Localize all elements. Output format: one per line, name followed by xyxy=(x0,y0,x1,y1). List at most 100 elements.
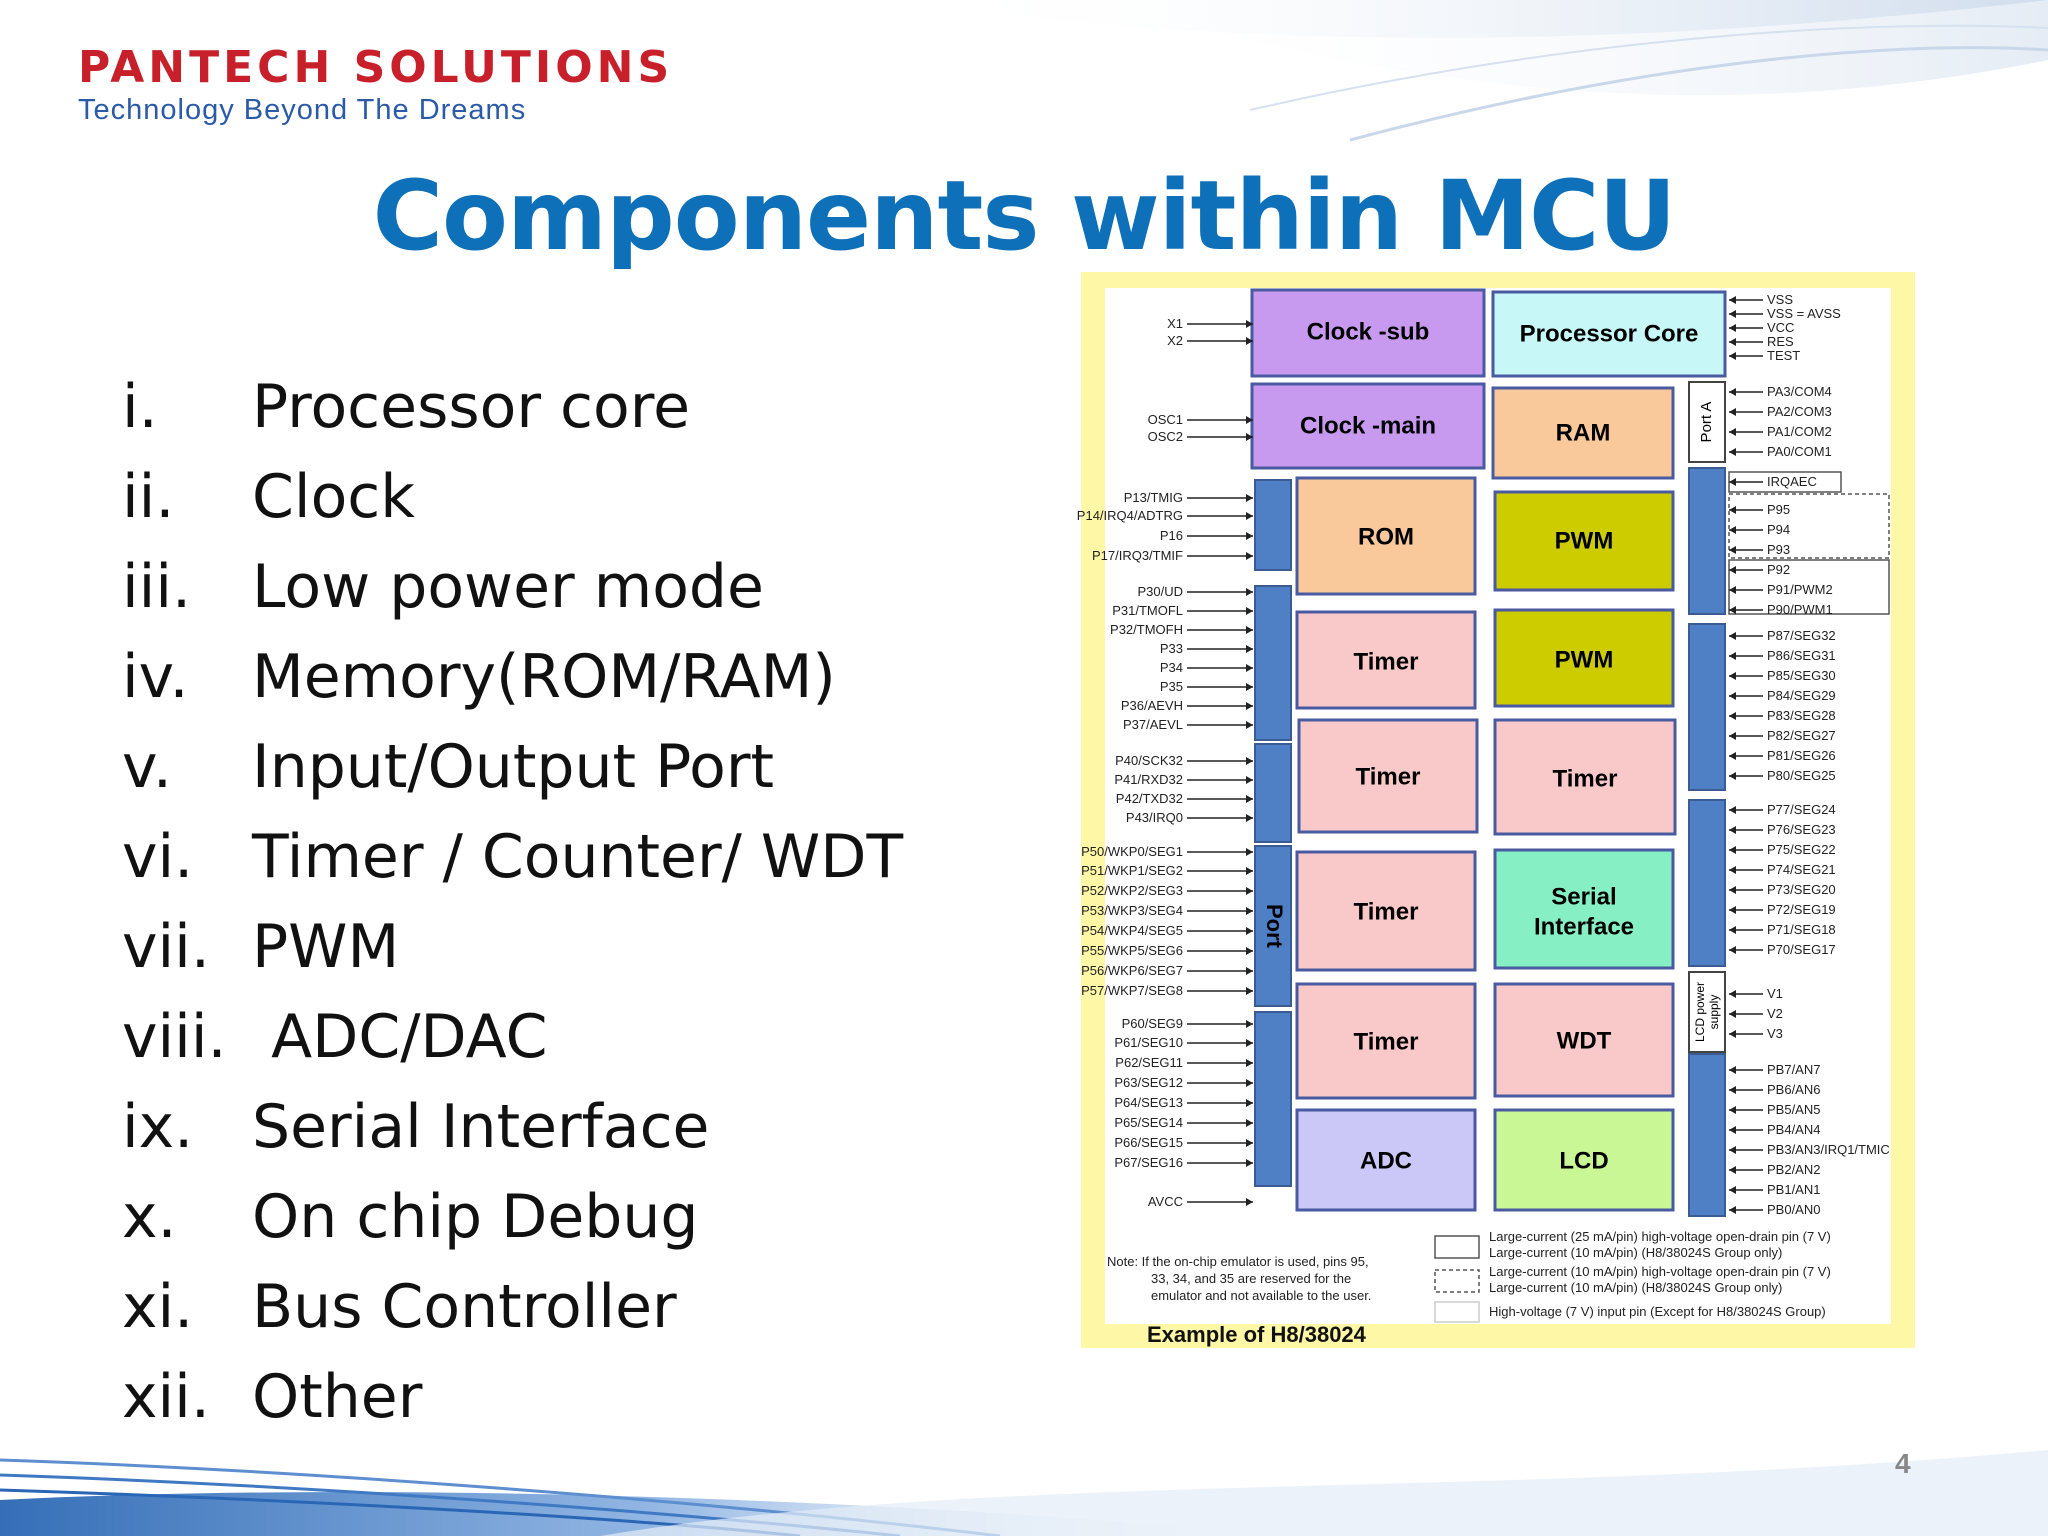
pin-label: P31/TMOFL xyxy=(1112,603,1183,618)
pin-arrowhead xyxy=(1729,692,1736,700)
pin-label: P83/SEG28 xyxy=(1767,708,1836,723)
pin-arrowhead xyxy=(1246,494,1253,502)
pin-label: P91/PWM2 xyxy=(1767,582,1833,597)
pin-label: P67/SEG16 xyxy=(1114,1155,1183,1170)
pin-label: P32/TMOFH xyxy=(1110,622,1183,637)
list-item: xi.Bus Controller xyxy=(122,1262,903,1352)
list-text: ADC/DAC xyxy=(252,1002,548,1072)
pin-arrowhead xyxy=(1729,546,1736,554)
lcd-power-label: supply xyxy=(1707,995,1721,1030)
pin-label: P85/SEG30 xyxy=(1767,668,1836,683)
pin-arrowhead xyxy=(1729,906,1736,914)
diagram-caption: Example of H8/38024 xyxy=(1147,1322,1367,1347)
list-number: iii. xyxy=(122,552,192,622)
pin-label: P37/AEVL xyxy=(1123,717,1183,732)
pin-label: P51/WKP1/SEG2 xyxy=(1081,863,1183,878)
pin-arrowhead xyxy=(1729,478,1736,486)
pin-arrowhead xyxy=(1246,814,1253,822)
port-label: Port xyxy=(1262,904,1287,949)
pin-arrowhead xyxy=(1729,712,1736,720)
logo-brand: PANTECH SOLUTIONS xyxy=(78,42,674,93)
pin-arrowhead xyxy=(1729,324,1736,332)
block-timer-3: Timer xyxy=(1493,718,1677,836)
pin-arrowhead xyxy=(1246,907,1253,915)
list-number: xii. xyxy=(122,1362,210,1432)
list-item: v.Input/Output Port xyxy=(122,722,903,812)
pin-arrowhead xyxy=(1246,702,1253,710)
pin-label: VSS = AVSS xyxy=(1767,306,1841,321)
lcd-power-label: LCD power xyxy=(1693,982,1707,1042)
pin-label: PA2/COM3 xyxy=(1767,404,1832,419)
pin-arrowhead xyxy=(1729,772,1736,780)
pin-arrowhead xyxy=(1729,586,1736,594)
block-label: Timer xyxy=(1354,898,1419,925)
pin-label: P55/WKP5/SEG6 xyxy=(1081,943,1183,958)
pin-arrowhead xyxy=(1729,752,1736,760)
pin-label: V1 xyxy=(1767,986,1783,1001)
mcu-block-diagram: Clock -sub Processor Core Clock -main RA… xyxy=(1077,272,1915,1348)
pin-label: P40/SCK32 xyxy=(1115,753,1183,768)
pin-arrowhead xyxy=(1729,1030,1736,1038)
pin-arrowhead xyxy=(1729,926,1736,934)
pin-arrowhead xyxy=(1729,1086,1736,1094)
pin-label: OSC1 xyxy=(1148,412,1183,427)
pin-arrowhead xyxy=(1246,1039,1253,1047)
pin-arrowhead xyxy=(1729,1186,1736,1194)
port-a-box: Port A xyxy=(1688,381,1726,463)
pin-label: P13/TMIG xyxy=(1124,490,1183,505)
pin-label: P43/IRQ0 xyxy=(1126,810,1183,825)
slide-title: Components within MCU xyxy=(372,160,1677,272)
list-text: Bus Controller xyxy=(252,1272,677,1342)
pin-arrowhead xyxy=(1246,433,1253,441)
pin-label: P70/SEG17 xyxy=(1767,942,1836,957)
pin-arrowhead xyxy=(1729,990,1736,998)
pin-arrowhead xyxy=(1246,776,1253,784)
pin-label: VSS xyxy=(1767,292,1793,307)
block-label: LCD xyxy=(1559,1147,1608,1174)
block-lcd: LCD xyxy=(1493,1108,1675,1212)
block-processor-core: Processor Core xyxy=(1491,290,1727,378)
pin-label: P14/IRQ4/ADTRG xyxy=(1077,508,1183,523)
pin-label: VCC xyxy=(1767,320,1794,335)
pin-arrowhead xyxy=(1246,512,1253,520)
pin-arrowhead xyxy=(1246,532,1253,540)
pin-label: P72/SEG19 xyxy=(1767,902,1836,917)
pin-arrowhead xyxy=(1729,1206,1736,1214)
pin-label: P95 xyxy=(1767,502,1790,517)
pin-label: PB3/AN3/IRQ1/TMIC xyxy=(1767,1142,1890,1157)
pin-arrowhead xyxy=(1729,388,1736,396)
pin-label: P56/WKP6/SEG7 xyxy=(1081,963,1183,978)
pin-arrowhead xyxy=(1729,652,1736,660)
list-text: Processor core xyxy=(252,372,691,442)
pin-label: PA0/COM1 xyxy=(1767,444,1832,459)
page-number: 4 xyxy=(1895,1448,1911,1479)
block-timer-4: Timer xyxy=(1295,850,1477,972)
pin-arrowhead xyxy=(1246,683,1253,691)
pin-arrowhead xyxy=(1729,826,1736,834)
block-label: PWM xyxy=(1555,527,1614,554)
block-label: RAM xyxy=(1556,419,1611,446)
pin-arrowhead xyxy=(1729,1166,1736,1174)
pin-label: P65/SEG14 xyxy=(1114,1115,1183,1130)
pin-label: AVCC xyxy=(1148,1194,1183,1209)
block-label: ADC xyxy=(1360,1147,1412,1174)
list-item: x.On chip Debug xyxy=(122,1172,903,1262)
legend-text: Large-current (25 mA/pin) high-voltage o… xyxy=(1489,1229,1831,1244)
pin-label: P42/TXD32 xyxy=(1116,791,1183,806)
legend-text: High-voltage (7 V) input pin (Except for… xyxy=(1489,1304,1826,1319)
pin-arrowhead xyxy=(1729,806,1736,814)
logo-tagline: Technology Beyond The Dreams xyxy=(78,94,527,126)
pin-arrowhead xyxy=(1246,1020,1253,1028)
pin-arrowhead xyxy=(1729,310,1736,318)
list-item: i.Processor core xyxy=(122,362,903,452)
note-line: Note: If the on-chip emulator is used, p… xyxy=(1107,1254,1369,1269)
pin-arrowhead xyxy=(1246,664,1253,672)
block-label: Serial xyxy=(1551,883,1616,910)
pin-arrowhead xyxy=(1729,1106,1736,1114)
list-item: ii.Clock xyxy=(122,452,903,542)
pin-arrowhead xyxy=(1246,987,1253,995)
pin-arrowhead xyxy=(1246,588,1253,596)
pin-label: P86/SEG31 xyxy=(1767,648,1836,663)
pin-arrowhead xyxy=(1246,867,1253,875)
pin-label: PA3/COM4 xyxy=(1767,384,1832,399)
